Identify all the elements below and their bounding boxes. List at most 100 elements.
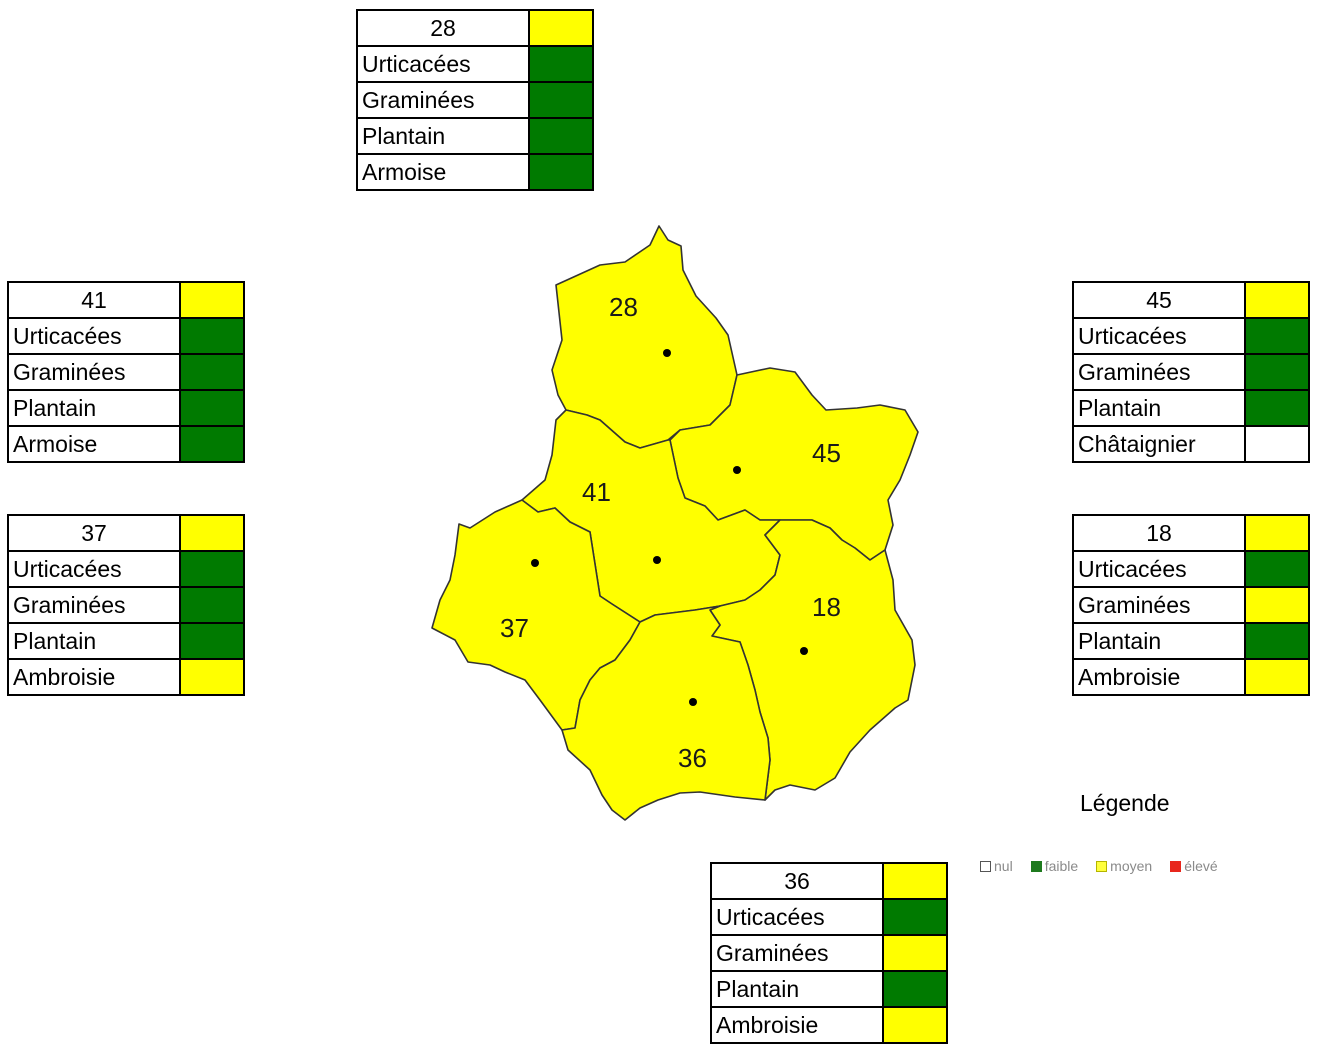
pollen-level-swatch	[882, 898, 948, 936]
table-header-row: 18	[1072, 514, 1310, 552]
pollen-label: Graminées	[710, 934, 884, 972]
pollen-label: Ambroisie	[7, 658, 181, 696]
pollen-label: Graminées	[7, 586, 181, 624]
table-row: Plantain	[356, 117, 594, 155]
pollen-label: Urticacées	[356, 45, 530, 83]
pollen-level-swatch	[882, 970, 948, 1008]
table-row: Châtaignier	[1072, 425, 1310, 463]
pollen-level-swatch	[1244, 317, 1310, 355]
prefecture-dot-28	[663, 349, 671, 357]
map-label-28: 28	[609, 292, 638, 322]
table-row: Plantain	[710, 970, 948, 1008]
pollen-label: Plantain	[1072, 389, 1246, 427]
department-code: 18	[1072, 514, 1246, 552]
pollen-level-swatch	[1244, 622, 1310, 660]
legend-label-nul: nul	[994, 858, 1013, 874]
table-row: Plantain	[1072, 622, 1310, 660]
pollen-label: Graminées	[356, 81, 530, 119]
pollen-level-swatch	[179, 353, 245, 391]
pollen-level-swatch	[1244, 353, 1310, 391]
pollen-label: Urticacées	[7, 550, 181, 588]
table-row: Ambroisie	[1072, 658, 1310, 696]
prefecture-dot-41	[653, 556, 661, 564]
pollen-level-swatch	[1244, 586, 1310, 624]
pollen-label: Plantain	[7, 389, 181, 427]
table-row: Urticacées	[356, 45, 594, 83]
overall-level-swatch	[1244, 281, 1310, 319]
map-label-36: 36	[678, 743, 707, 773]
legend-item-faible: faible	[1030, 858, 1079, 874]
table-row: Plantain	[7, 389, 245, 427]
pollen-label: Graminées	[1072, 353, 1246, 391]
table-row: Urticacées	[710, 898, 948, 936]
table-row: Graminées	[356, 81, 594, 119]
pollen-level-swatch	[1244, 389, 1310, 427]
pollen-level-swatch	[528, 81, 594, 119]
table-row: Graminées	[7, 353, 245, 391]
pollen-level-swatch	[179, 317, 245, 355]
legend-title: Légende	[1080, 790, 1170, 816]
pollen-level-swatch	[179, 658, 245, 696]
table-row: Urticacées	[7, 317, 245, 355]
pollen-label: Plantain	[7, 622, 181, 660]
pollen-label: Urticacées	[1072, 317, 1246, 355]
pollen-label: Plantain	[1072, 622, 1246, 660]
legend-label-moyen: moyen	[1110, 858, 1153, 874]
department-code: 41	[7, 281, 181, 319]
table-header-row: 45	[1072, 281, 1310, 319]
pollen-label: Armoise	[356, 153, 530, 191]
pollen-label: Urticacées	[1072, 550, 1246, 588]
department-code: 36	[710, 862, 884, 900]
overall-level-swatch	[179, 514, 245, 552]
pollen-label: Armoise	[7, 425, 181, 463]
pollen-label: Urticacées	[7, 317, 181, 355]
legend-label-faible: faible	[1044, 858, 1079, 874]
table-row: Armoise	[7, 425, 245, 463]
table-row: Plantain	[1072, 389, 1310, 427]
department-18-shape[interactable]	[709, 519, 916, 801]
pollen-label: Graminées	[7, 353, 181, 391]
table-row: Armoise	[356, 153, 594, 191]
map-label-37: 37	[500, 613, 529, 643]
pollen-level-swatch	[528, 45, 594, 83]
pollen-label: Châtaignier	[1072, 425, 1246, 463]
legend-swatch-eleve	[1170, 860, 1182, 872]
pollen-label: Ambroisie	[710, 1006, 884, 1044]
legend: nul faible moyen élevé	[980, 858, 1218, 874]
pollen-level-swatch	[179, 425, 245, 463]
legend-item-moyen: moyen	[1096, 858, 1152, 874]
pollen-level-swatch	[882, 934, 948, 972]
map-label-18: 18	[812, 592, 841, 622]
table-row: Graminées	[7, 586, 245, 624]
pollen-level-swatch	[1244, 550, 1310, 588]
pollen-label: Plantain	[356, 117, 530, 155]
pollen-label: Graminées	[1072, 586, 1246, 624]
legend-swatch-nul	[980, 860, 991, 872]
table-header-row: 41	[7, 281, 245, 319]
table-row: Urticacées	[1072, 550, 1310, 588]
map-label-41: 41	[582, 477, 611, 507]
department-36-shape[interactable]	[561, 605, 771, 821]
legend-item-eleve: élevé	[1170, 858, 1218, 874]
table-header-row: 37	[7, 514, 245, 552]
pollen-level-swatch	[1244, 425, 1310, 463]
table-row: Graminées	[1072, 586, 1310, 624]
overall-level-swatch	[528, 9, 594, 47]
table-header-row: 36	[710, 862, 948, 900]
pollen-level-swatch	[179, 389, 245, 427]
table-row: Ambroisie	[7, 658, 245, 696]
table-header-row: 28	[356, 9, 594, 47]
table-row: Graminées	[710, 934, 948, 972]
table-row: Ambroisie	[710, 1006, 948, 1044]
pollen-label: Plantain	[710, 970, 884, 1008]
table-row: Graminées	[1072, 353, 1310, 391]
prefecture-dot-37	[531, 559, 539, 567]
prefecture-dot-36	[689, 698, 697, 706]
pollen-level-swatch	[1244, 658, 1310, 696]
pollen-level-swatch	[528, 117, 594, 155]
pollen-label: Ambroisie	[1072, 658, 1246, 696]
pollen-level-swatch	[882, 1006, 948, 1044]
